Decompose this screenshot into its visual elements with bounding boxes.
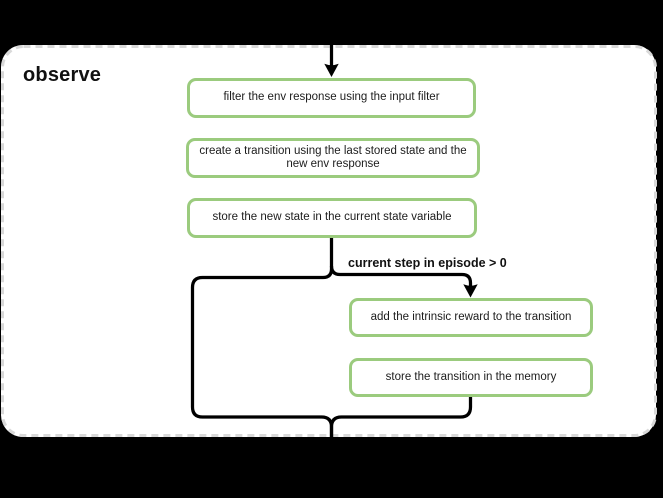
group-dashed-border bbox=[1, 45, 657, 437]
node-store-transition: store the transition in the memory bbox=[349, 358, 593, 397]
node-add-intrinsic-reward: add the intrinsic reward to the transiti… bbox=[349, 298, 593, 337]
down-arrowhead-icon bbox=[324, 63, 339, 77]
node-store-new-state: store the new state in the current state… bbox=[187, 198, 477, 238]
condition-label: current step in episode > 0 bbox=[348, 256, 507, 270]
down-arrowhead-icon bbox=[463, 284, 478, 298]
node-filter-env-response: filter the env response using the input … bbox=[187, 78, 476, 118]
node-create-transition: create a transition using the last store… bbox=[186, 138, 480, 178]
group-title: observe bbox=[23, 64, 102, 86]
connector-merge-exit bbox=[329, 397, 473, 441]
connector-true-branch bbox=[329, 265, 473, 287]
connector-else-branch bbox=[190, 237, 334, 441]
